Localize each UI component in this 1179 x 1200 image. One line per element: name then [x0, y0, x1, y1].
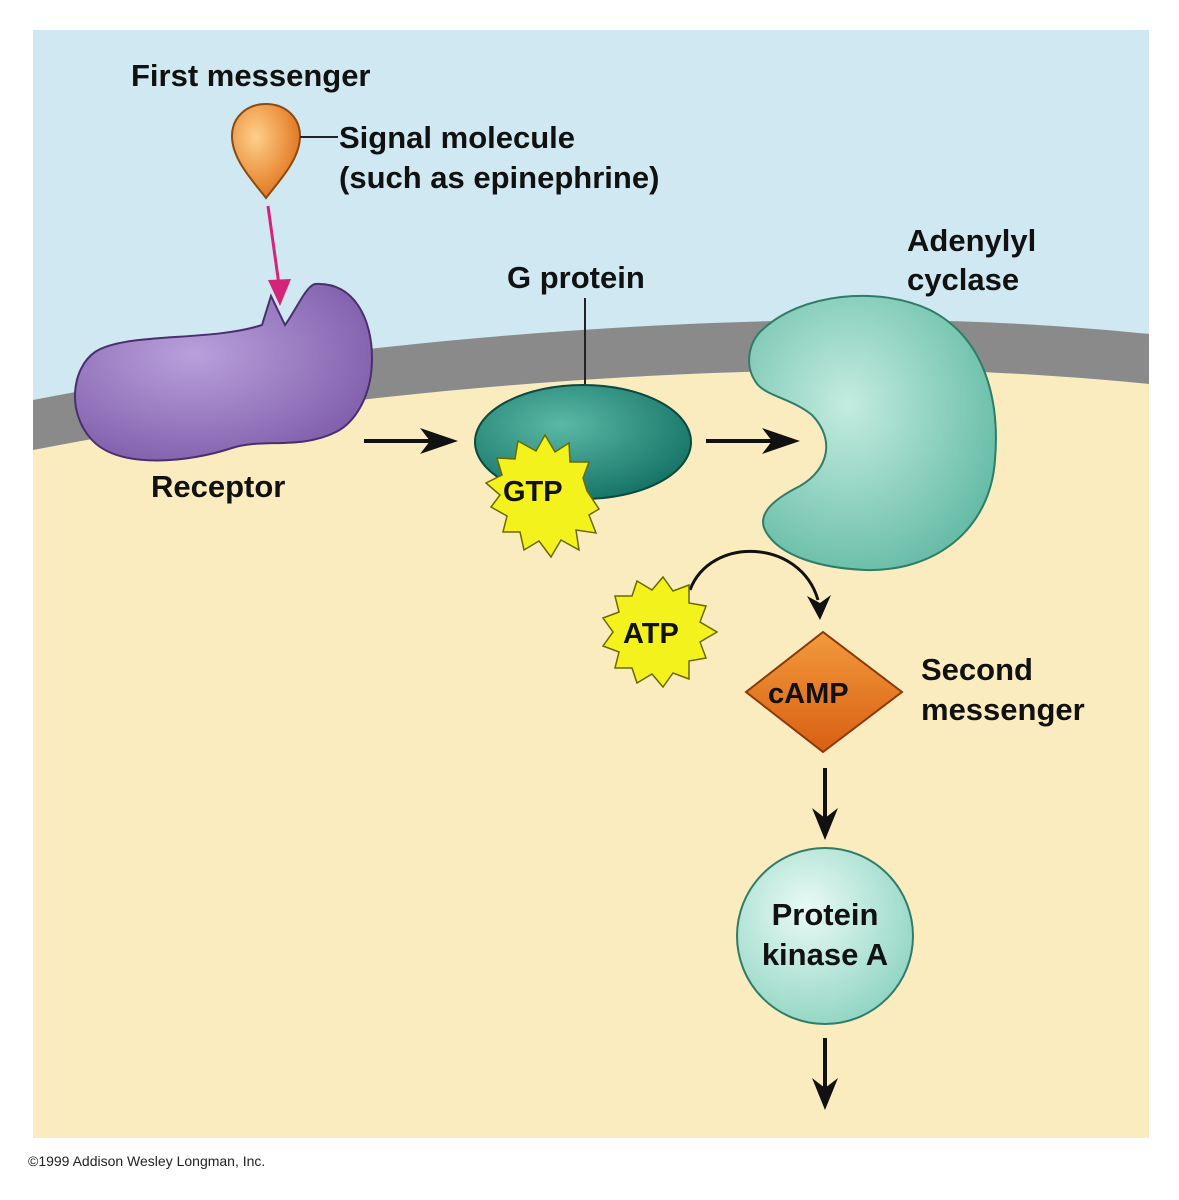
- protein-kinase-a-label-line1: Protein: [772, 897, 879, 932]
- protein-kinase-a-icon: [736, 847, 914, 1025]
- signal-molecule-icon: [230, 102, 302, 200]
- copyright-notice: ©1999 Addison Wesley Longman, Inc.: [28, 1153, 266, 1169]
- second-messenger-label-line1: Second: [921, 652, 1033, 687]
- camp-label: cAMP: [768, 678, 849, 710]
- camp-diamond-icon: [744, 630, 904, 754]
- arrow-receptor-to-gprotein-head: [420, 428, 458, 454]
- atp-label: ATP: [623, 618, 679, 650]
- protein-kinase-a-label-line2: kinase A: [762, 937, 888, 972]
- second-messenger-label-line2: messenger: [921, 692, 1085, 727]
- signal-molecule-label-line2: (such as epinephrine): [339, 160, 659, 195]
- arrow-camp-to-pka-head: [812, 808, 838, 840]
- pink-binding-arrow-shaft: [266, 205, 281, 286]
- first-messenger-label: First messenger: [131, 58, 371, 93]
- arrow-gprotein-to-adenylyl-head: [762, 428, 800, 454]
- gtp-label: GTP: [503, 476, 563, 508]
- atp-starburst-icon: [601, 575, 719, 689]
- atp-to-camp-curved-arrow-head: [807, 595, 831, 620]
- receptor-label: Receptor: [151, 469, 285, 504]
- g-protein-label: G protein: [507, 260, 645, 295]
- adenylyl-cyclase-label-line1: Adenylyl: [907, 223, 1036, 258]
- adenylyl-cyclase-icon: [748, 294, 997, 572]
- gtp-starburst-icon: [484, 433, 601, 559]
- receptor-icon: [73, 282, 374, 462]
- adenylyl-cyclase-label-line2: cyclase: [907, 262, 1019, 297]
- atp-to-camp-curved-arrow: [688, 549, 820, 601]
- arrow-pka-downstream-head: [812, 1078, 838, 1110]
- pink-binding-arrow-head: [268, 279, 291, 306]
- signal-molecule-label-line1: Signal molecule: [339, 120, 575, 155]
